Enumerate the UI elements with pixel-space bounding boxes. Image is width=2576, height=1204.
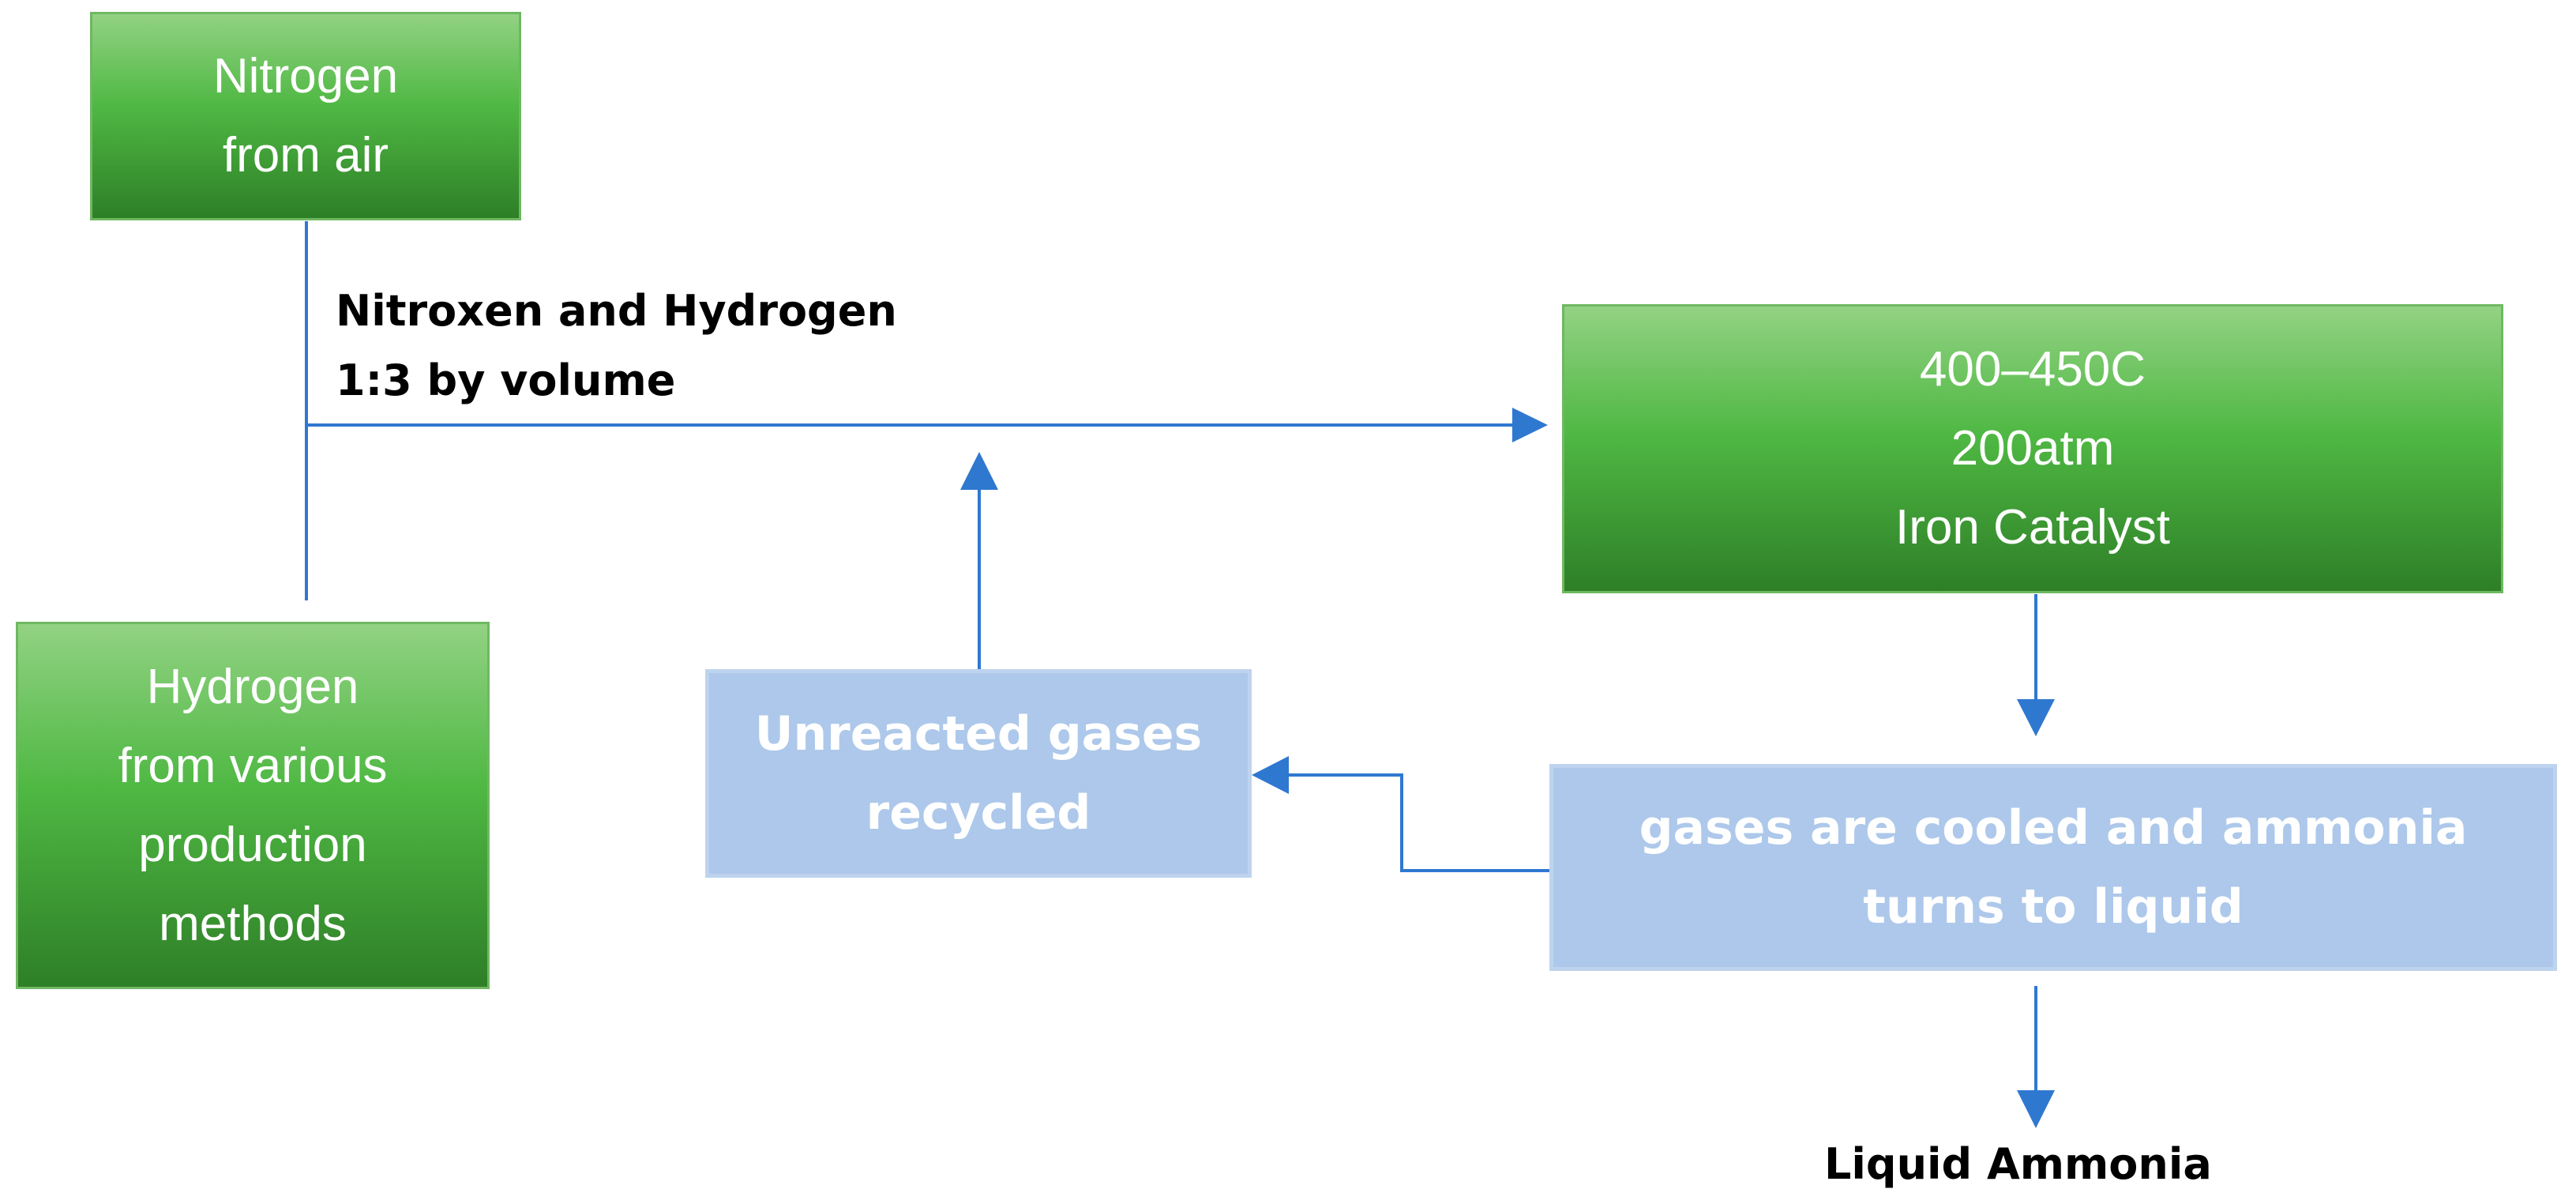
arrowhead-to-product bbox=[2017, 1090, 2055, 1128]
feed-ratio-label: Nitroxen and Hydrogen 1:3 by volume bbox=[336, 286, 897, 405]
arrowhead-to-recycle bbox=[1252, 756, 1289, 794]
reactor-conditions-box: 400–450C 200atm Iron Catalyst bbox=[1562, 304, 2503, 593]
recycle-box: Unreacted gases recycled bbox=[705, 669, 1252, 878]
product-label: Liquid Ammonia bbox=[1824, 1139, 2212, 1189]
arrowhead-recycle-up bbox=[960, 452, 998, 490]
hydrogen-source-box: Hydrogen from various production methods bbox=[16, 622, 490, 989]
arrowhead-to-reactor bbox=[1512, 408, 1548, 442]
cooling-box: gases are cooled and ammonia turns to li… bbox=[1549, 764, 2557, 971]
cooler-to-recycle-line bbox=[1289, 773, 1549, 872]
arrowhead-to-cooler bbox=[2017, 699, 2055, 736]
nitrogen-source-box: Nitrogen from air bbox=[90, 12, 521, 220]
